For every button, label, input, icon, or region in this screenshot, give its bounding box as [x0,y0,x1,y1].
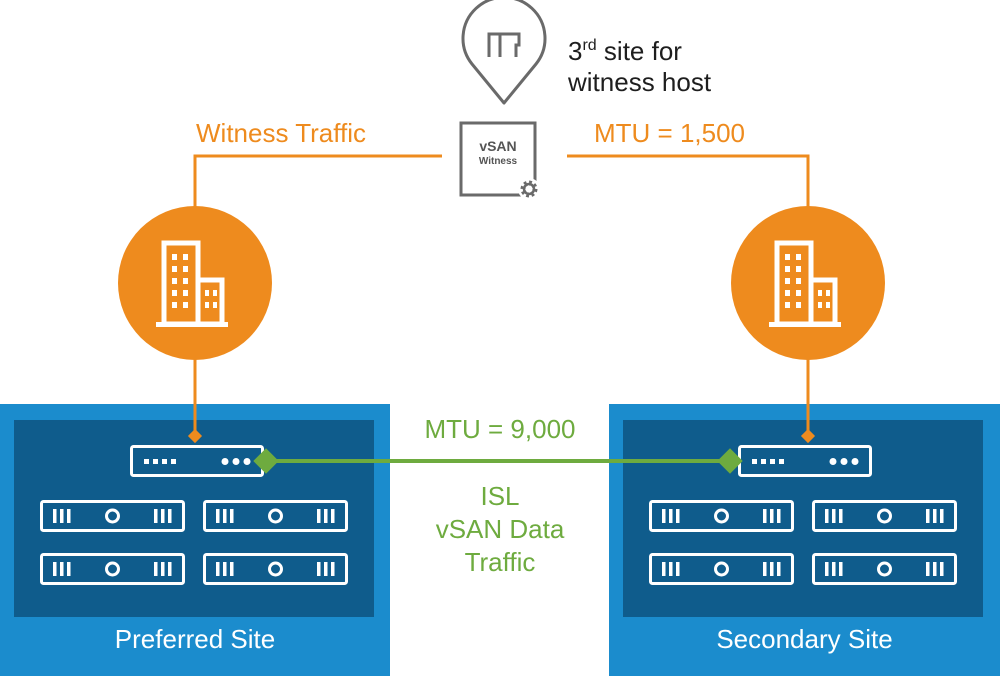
isl-description: ISL vSAN Data Traffic [435,481,565,577]
secondary-uplink-diamond [800,428,816,444]
map-pin-icon [461,0,547,105]
isl-mtu-label: MTU = 9,000 [424,414,576,444]
gear-icon [518,178,540,200]
preferred-building-icon [118,206,272,360]
secondary-network-switch-icon [738,445,872,477]
vsan-witness-label: vSAN Witness [478,138,518,168]
preferred-network-switch-icon [130,445,264,477]
preferred-uplink-diamond [187,428,203,444]
secondary-building-icon [731,206,885,360]
preferred-site-label: Preferred Site [114,624,276,654]
witness-site-label: 3rd site for witness host [568,36,712,97]
witness-traffic-label: Witness Traffic [196,118,367,148]
isl-link [253,448,743,474]
witness-mtu-label: MTU = 1,500 [594,118,746,148]
witness-traffic-line [193,154,810,436]
secondary-site-label: Secondary Site [716,624,893,654]
vsan-witness-box [459,121,537,197]
